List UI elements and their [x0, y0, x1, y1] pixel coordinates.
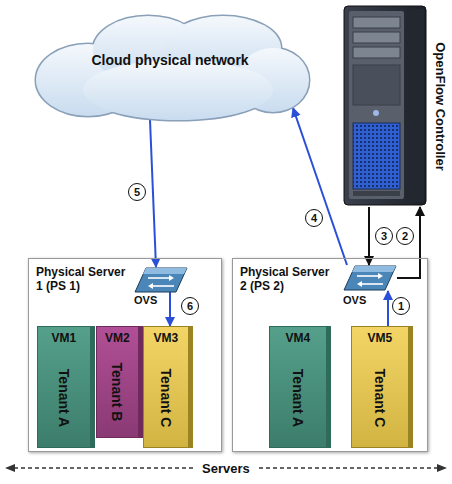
vm-label: VM5: [368, 331, 393, 345]
vm-box: VM1Tenant A: [37, 326, 91, 448]
callout-number: 1: [392, 297, 410, 315]
tenant-label: Tenant A: [56, 369, 72, 427]
tenant-label: Tenant B: [109, 363, 125, 422]
callout-number: 6: [181, 297, 199, 315]
axis-head: [437, 464, 447, 472]
flow-arrow: [387, 291, 389, 326]
tenant-label: Tenant C: [372, 368, 388, 427]
ovs-switch: OVS: [343, 265, 397, 291]
switch-icon: [343, 265, 397, 291]
vm-box: VM4Tenant A: [269, 326, 327, 448]
ovs-label: OVS: [134, 294, 157, 306]
callout-number: 5: [128, 183, 146, 201]
cloud-label: Cloud physical network: [92, 52, 249, 68]
ovs-label: OVS: [343, 294, 366, 306]
physical-server: Physical Server 1 (PS 1)OVSVM1Tenant AVM…: [28, 258, 222, 452]
vm-label: VM3: [154, 331, 179, 345]
tenant-label: Tenant C: [158, 368, 174, 427]
server-label: Physical Server 1 (PS 1): [36, 265, 128, 294]
vm-label: VM4: [286, 331, 311, 345]
server-label: Physical Server 2 (PS 2): [240, 265, 332, 294]
vm-box: VM5Tenant C: [351, 326, 409, 448]
network-cloud: Cloud physical network: [28, 8, 312, 128]
ovs-switch: OVS: [134, 267, 182, 291]
vm-box: VM2Tenant B: [96, 326, 139, 438]
callout-number: 2: [396, 227, 414, 245]
physical-server: Physical Server 2 (PS 2)OVSVM4Tenant AVM…: [232, 258, 428, 452]
flow-arrow: [169, 291, 171, 326]
axis-head: [5, 464, 15, 472]
switch-icon: [134, 267, 188, 293]
flow-arrow: [293, 108, 347, 265]
controller-server: OpenFlow Controller: [340, 5, 428, 207]
vm-label: VM1: [52, 331, 77, 345]
vm-box: VM3Tenant C: [143, 326, 189, 448]
tenant-label: Tenant A: [290, 369, 306, 427]
controller-label: OpenFlow Controller: [432, 42, 447, 171]
server-tower: [340, 5, 428, 207]
vm-label: VM2: [105, 331, 130, 345]
callout-number: 3: [375, 227, 393, 245]
cloud-shape: [28, 8, 312, 128]
flow-arrow: [368, 207, 370, 265]
flow-arrow: [397, 207, 420, 278]
callout-number: 4: [305, 209, 323, 227]
axis-label: Servers: [196, 461, 256, 476]
flow-arrow: [150, 120, 156, 267]
